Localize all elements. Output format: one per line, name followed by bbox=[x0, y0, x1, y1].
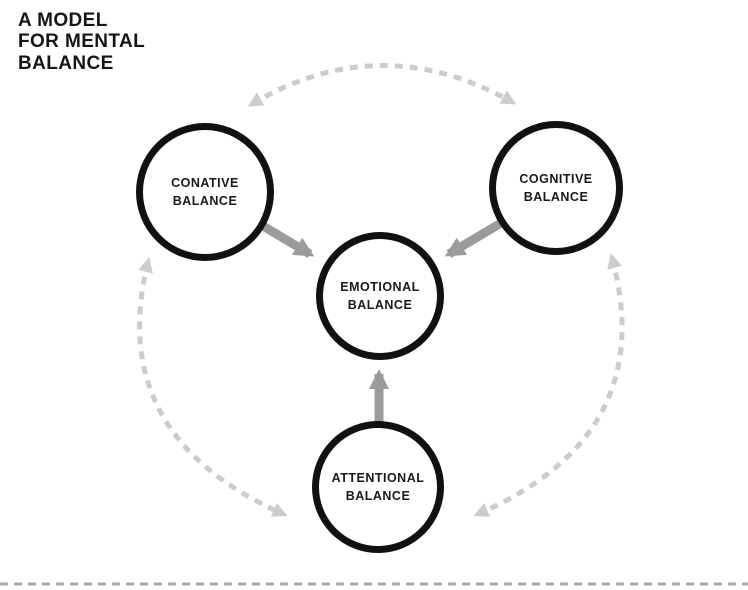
node-cognitive-label-line1: COGNITIVE bbox=[519, 171, 593, 186]
diagram-title-line3: BALANCE bbox=[18, 52, 114, 74]
arrow-conative-to-emotional bbox=[255, 219, 315, 258]
arrow-cognitive-to-emotional bbox=[444, 219, 504, 258]
node-cognitive-label-line2: BALANCE bbox=[523, 190, 589, 204]
dashed-arc-conative-cognitive bbox=[247, 63, 517, 107]
node-emotional: EMOTIONAL BALANCE bbox=[316, 232, 444, 360]
diagram-title: A MODEL FOR MENTAL BALANCE bbox=[18, 10, 145, 74]
node-attentional-label-line2: BALANCE bbox=[345, 489, 411, 503]
node-attentional: ATTENTIONAL BALANCE bbox=[312, 421, 444, 553]
node-conative: CONATIVE BALANCE bbox=[136, 123, 274, 261]
diagram-title-line1: A MODEL bbox=[18, 10, 108, 31]
node-emotional-label-line2: BALANCE bbox=[347, 298, 413, 312]
node-emotional-label-line1: EMOTIONAL bbox=[340, 279, 420, 294]
dashed-arc-cognitive-attentional bbox=[473, 253, 625, 517]
node-cognitive: COGNITIVE BALANCE bbox=[489, 121, 623, 255]
node-conative-label-line2: BALANCE bbox=[172, 194, 238, 208]
node-conative-label-line1: CONATIVE bbox=[171, 175, 239, 190]
diagram-title-line2: FOR MENTAL bbox=[18, 31, 146, 53]
node-attentional-label-line1: ATTENTIONAL bbox=[331, 470, 425, 485]
dashed-arc-conative-attentional bbox=[137, 257, 288, 517]
